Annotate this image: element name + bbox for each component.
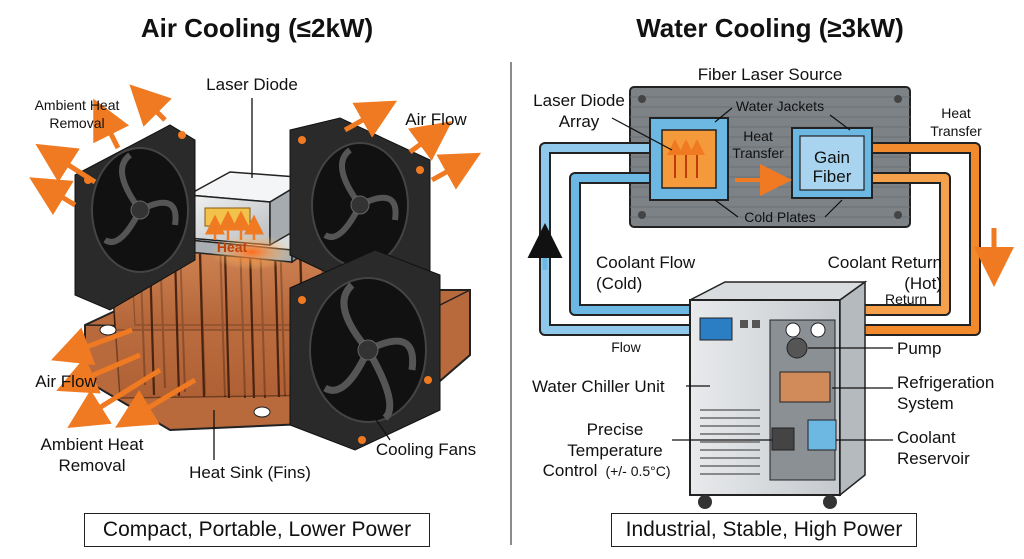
refrigeration-label-2: System: [897, 394, 954, 413]
ambient-heat-bottom-label-2: Removal: [58, 456, 125, 475]
fiber-laser-source-label: Fiber Laser Source: [698, 65, 843, 84]
precise-label-3: Control: [543, 461, 598, 480]
coolant-return-label-2: (Hot): [904, 274, 942, 293]
coolant-flow-label-1: Coolant Flow: [596, 253, 696, 272]
coolant-reservoir-label-2: Reservoir: [897, 449, 970, 468]
refrigeration-label-1: Refrigeration: [897, 373, 994, 392]
ambient-heat-top-label-1: Ambient Heat: [35, 97, 120, 113]
return-label: Return: [885, 291, 927, 307]
ambient-heat-bottom-label-1: Ambient Heat: [41, 435, 144, 454]
heat-transfer-right-label-1: Heat: [941, 105, 971, 121]
flow-label: Flow: [611, 339, 641, 355]
cooling-fan-bottom-right: [289, 249, 441, 451]
pump-label: Pump: [897, 339, 941, 358]
cold-plates-leader-left: [714, 199, 739, 218]
heat-transfer-mid-label-1: Heat: [743, 128, 773, 144]
cooling-fans-leader: [374, 417, 391, 441]
air-cooling-summary: Compact, Portable, Lower Power: [84, 513, 430, 547]
precise-label-2: Temperature: [567, 441, 662, 460]
heat-transfer-right-label-2: Transfer: [930, 123, 982, 139]
coolant-reservoir-label-1: Coolant: [897, 428, 956, 447]
cooling-fans-label: Cooling Fans: [376, 440, 476, 459]
precise-label-1: Precise: [587, 420, 644, 439]
gain-fiber: [791, 127, 873, 199]
laser-diode-array-leader: [611, 117, 673, 151]
heat-transfer-mid-label-2: Transfer: [732, 145, 784, 161]
water-chiller-unit-label: Water Chiller Unit: [532, 377, 665, 396]
cold-plates-label: Cold Plates: [744, 209, 816, 225]
heat-label: Heat: [217, 239, 248, 255]
laser-diode-array-label-1: Laser Diode: [533, 91, 625, 110]
gain-fiber-label-1: Gain: [814, 148, 850, 167]
cooling-fan-top-right: [289, 117, 431, 301]
water-chiller-unit: [689, 280, 868, 509]
water-jackets-label: Water Jackets: [736, 98, 824, 114]
precise-label-3b: (+/- 0.5°C): [605, 463, 670, 479]
air-flow-left-label: Air Flow: [35, 372, 97, 391]
air-cooling-title: Air Cooling (≤2kW): [141, 13, 373, 43]
air-flow-arrows: [29, 84, 482, 428]
heat-arrows: [205, 210, 264, 240]
water-cooling-summary: Industrial, Stable, High Power: [611, 513, 917, 547]
laser-diode-label: Laser Diode: [206, 75, 298, 94]
water-jackets-leader-right: [829, 114, 851, 131]
ambient-heat-top-label-2: Removal: [49, 115, 104, 131]
coolant-flow-label-2: (Cold): [596, 274, 642, 293]
laser-diode-array: [649, 117, 729, 201]
coolant-return-label-1: Coolant Return: [828, 253, 942, 272]
cold-plates-leader-right: [824, 199, 843, 218]
heat-sink-label: Heat Sink (Fins): [189, 463, 311, 482]
water-jackets-leader-left: [714, 107, 733, 123]
laser-diode-array-label-2: Array: [559, 112, 600, 131]
gain-fiber-label-2: Fiber: [813, 167, 852, 186]
air-flow-top-label: Air Flow: [405, 110, 467, 129]
water-cooling-title: Water Cooling (≥3kW): [636, 13, 904, 43]
